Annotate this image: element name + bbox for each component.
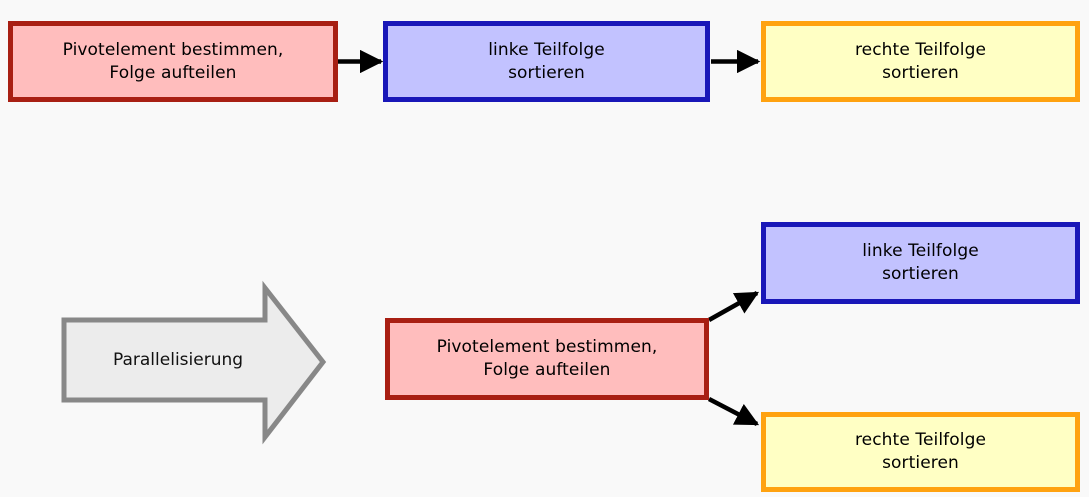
node-seq-right-sort[interactable]: rechte Teilfolge sortieren [761,21,1080,102]
node-label-line1: linke Teilfolge [488,39,605,60]
node-par-right-sort[interactable]: rechte Teilfolge sortieren [761,412,1080,492]
parallelisierung-block-arrow [61,280,327,445]
node-par-pivot[interactable]: Pivotelement bestimmen, Folge aufteilen [385,318,709,400]
node-label-line1: Pivotelement bestimmen, [436,337,658,358]
arrow-par-pivot-to-left [707,291,760,322]
node-label-line1: rechte Teilfolge [854,39,987,60]
node-label-line2: Folge aufteilen [483,360,611,380]
node-label-line2: sortieren [508,62,585,83]
node-label-line1: rechte Teilfolge [854,430,987,451]
node-label-line2: sortieren [882,62,959,83]
node-seq-left-sort[interactable]: linke Teilfolge sortieren [383,21,710,102]
node-label-line2: Folge aufteilen [109,62,237,83]
arrow-par-pivot-to-right [707,397,760,426]
node-label-line2: sortieren [882,453,959,473]
node-label-line1: linke Teilfolge [862,241,979,262]
node-par-left-sort[interactable]: linke Teilfolge sortieren [761,222,1080,304]
node-label-line2: sortieren [882,264,959,284]
node-seq-pivot[interactable]: Pivotelement bestimmen, Folge aufteilen [8,21,338,102]
node-label-line1: Pivotelement bestimmen, [62,39,284,60]
parallelisierung-label: Parallelisierung [113,350,244,370]
